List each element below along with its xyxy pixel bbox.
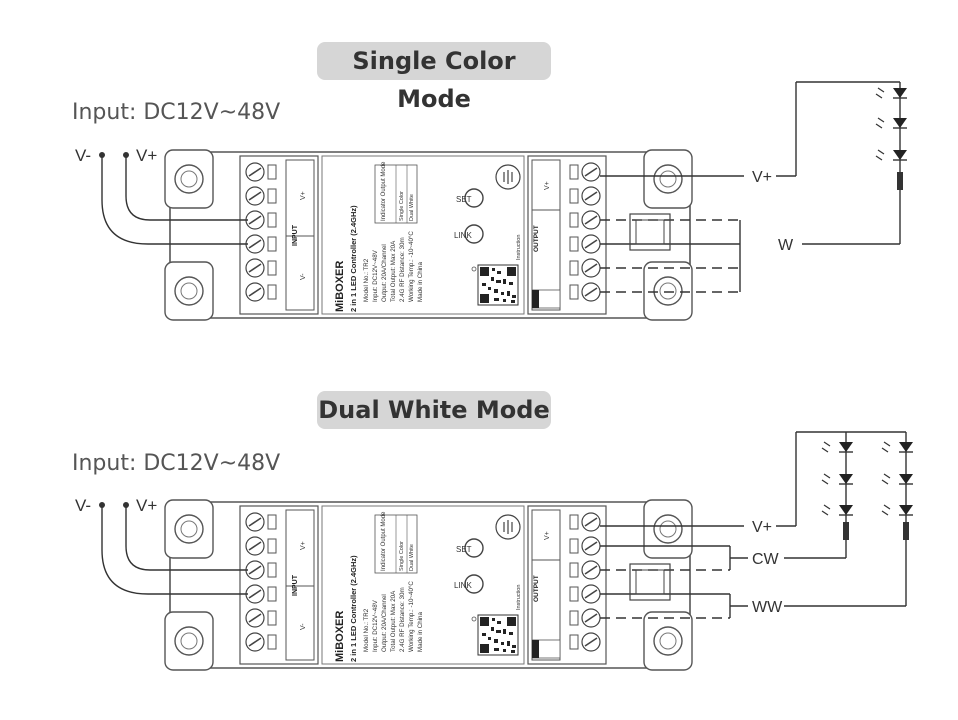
output-block-title: OUTPUT	[533, 575, 540, 602]
output-ww-label: WW	[752, 599, 783, 616]
output-block-pos: V+	[544, 531, 551, 540]
indicator-row: Single Color	[399, 191, 405, 221]
input-neg-label: V-	[75, 146, 91, 165]
input-pos-label: V+	[136, 146, 157, 165]
link-label: LINK	[454, 581, 472, 590]
spec-line: Total Output: Max 20A	[390, 240, 397, 302]
instruction-label: Instruction	[516, 235, 522, 260]
output-pos-label: V+	[752, 169, 772, 186]
spec-line: 2.4G RF Distance: 30m	[399, 587, 406, 652]
spec-line: Input: DC12V~48V	[372, 249, 379, 302]
instruction-label: Instruction	[516, 585, 522, 610]
spec-line: Working Temp.: -10~40°C	[408, 231, 415, 302]
input-block-pos: V+	[300, 191, 307, 200]
indicator-row: Single Color	[399, 541, 405, 571]
device-name: 2 in 1 LED Controller (2.4GHz)	[349, 205, 358, 312]
dual-white-section	[99, 431, 913, 671]
input-block-neg: V-	[300, 273, 307, 280]
input-block-title: INPUT	[292, 224, 299, 246]
spec-line: Output: 20A/Channel	[381, 594, 388, 652]
spec-line: Total Output: Max 20A	[390, 590, 397, 652]
output-block-title: OUTPUT	[533, 225, 540, 252]
dual-white-mode-title: Dual White Mode	[317, 391, 551, 429]
device-labels-1: MiBOXER 2 in 1 LED Controller (2.4GHz) M…	[292, 161, 551, 312]
spec-line: Made in China	[417, 612, 424, 652]
input-neg-label: V-	[75, 496, 91, 515]
indicator-header: Indicator Output Mode	[381, 161, 387, 221]
device-name: 2 in 1 LED Controller (2.4GHz)	[349, 555, 358, 662]
indicator-header: Indicator Output Mode	[381, 511, 387, 571]
spec-line: Working Temp.: -10~40°C	[408, 581, 415, 652]
indicator-row: Dual White	[409, 544, 415, 571]
single-color-mode-title: Single Color Mode	[317, 42, 551, 113]
brand-logo: MiBOXER	[334, 611, 346, 662]
output-block-pos: V+	[544, 181, 551, 190]
spec-line: Model No.: TR2	[363, 608, 370, 652]
output-cw-label: CW	[752, 551, 780, 568]
output-w-label: W	[778, 237, 794, 254]
input-voltage-label: Input: DC12V~48V	[72, 451, 281, 476]
link-label: LINK	[454, 231, 472, 240]
single-color-section	[99, 81, 907, 321]
spec-line: Input: DC12V~48V	[372, 599, 379, 652]
brand-logo: MiBOXER	[334, 261, 346, 312]
indicator-row: Dual White	[409, 194, 415, 221]
spec-line: 2.4G RF Distance: 30m	[399, 237, 406, 302]
input-block-pos: V+	[300, 541, 307, 550]
output-pos-label: V+	[752, 519, 772, 536]
spec-line: Output: 20A/Channel	[381, 244, 388, 302]
spec-line: Made in China	[417, 262, 424, 302]
set-label: SET	[456, 545, 472, 554]
spec-line: Model No.: TR2	[363, 258, 370, 302]
device-labels-2: MiBOXER 2 in 1 LED Controller (2.4GHz) M…	[292, 511, 551, 662]
input-block-neg: V-	[300, 623, 307, 630]
input-pos-label: V+	[136, 496, 157, 515]
set-label: SET	[456, 195, 472, 204]
input-block-title: INPUT	[292, 574, 299, 596]
input-voltage-label: Input: DC12V~48V	[72, 100, 281, 125]
